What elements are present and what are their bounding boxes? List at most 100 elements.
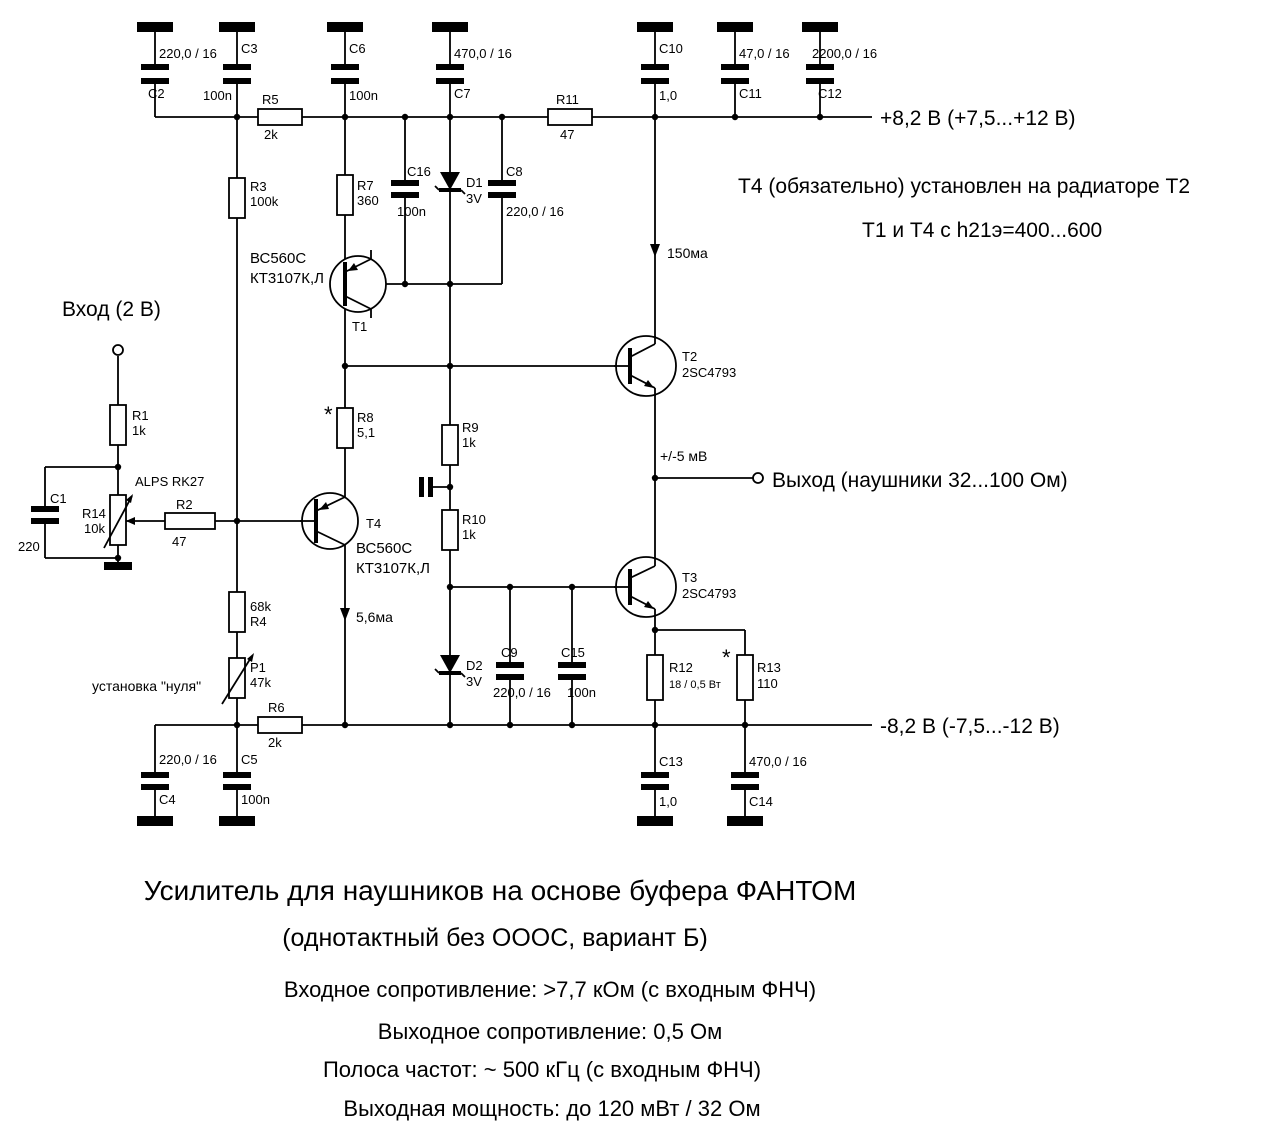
transistor-T3-type: 2SC4793 — [682, 586, 736, 601]
input-label: Вход (2 В) — [62, 298, 161, 321]
capacitor-C15-value: 100n — [567, 685, 596, 700]
output-terminal — [752, 472, 764, 484]
capacitor-C14-value: 470,0 / 16 — [749, 754, 807, 769]
potentiometer-type-label: ALPS RK27 — [135, 474, 204, 489]
resistor-R6-ref: R6 — [268, 700, 285, 715]
capacitor-unlabeled — [419, 477, 433, 497]
capacitor-C16-ref: C16 — [407, 164, 431, 179]
resistor-R10-value: 1k — [462, 527, 476, 542]
capacitor-C14-ref: C14 — [749, 794, 773, 809]
capacitor-C9-value: 220,0 / 16 — [493, 685, 551, 700]
current-5_6ma-label: 5,6ма — [356, 609, 393, 625]
resistor-R13: * R13 110 — [722, 645, 781, 701]
supply-terminal-bars — [137, 22, 838, 826]
capacitor-C15: C15 100n — [558, 645, 596, 700]
transistor-T2: T2 2SC4793 — [614, 335, 736, 397]
capacitor-C13-value: 1,0 — [659, 794, 677, 809]
resistor-R3: R3 100k — [228, 177, 279, 219]
transistor-T1-ref: T1 — [352, 319, 367, 334]
resistor-R2-value: 47 — [172, 534, 186, 549]
capacitor-C6: C6 100n — [331, 41, 378, 103]
resistor-R7: R7 360 — [336, 174, 379, 216]
transistor-T2-ref: T2 — [682, 349, 697, 364]
capacitor-C14: 470,0 / 16 C14 — [731, 754, 807, 809]
resistor-R4-ref: R4 — [250, 614, 267, 629]
capacitor-C1-ref: C1 — [50, 491, 67, 506]
input-terminal — [112, 344, 124, 356]
resistor-R9-ref: R9 — [462, 420, 479, 435]
resistor-R12-value: 18 / 0,5 Вт — [669, 679, 721, 691]
resistor-R11-ref: R11 — [556, 92, 579, 107]
resistor-R3-ref: R3 — [250, 179, 267, 194]
resistor-R4-value: 68k — [250, 599, 271, 614]
resistor-R12: R12 18 / 0,5 Вт — [646, 654, 721, 701]
capacitor-C7-value: 470,0 / 16 — [454, 46, 512, 61]
resistor-R9-value: 1k — [462, 435, 476, 450]
positive-rail-label: +8,2 В (+7,5...+12 В) — [880, 107, 1076, 130]
capacitor-C3-value: 100n — [203, 88, 232, 103]
capacitor-C13-ref: C13 — [659, 754, 683, 769]
ground-bar — [104, 562, 132, 570]
potentiometer-R14: ALPS RK27 R14 10k — [82, 474, 204, 549]
resistor-R13-ref: R13 — [757, 660, 781, 675]
resistor-R3-value: 100k — [250, 194, 279, 209]
capacitor-C6-ref: C6 — [349, 41, 366, 56]
capacitor-C3: C3 100n — [203, 41, 258, 103]
resistor-R8: * R8 5,1 — [324, 402, 375, 449]
transistor-T4-type-a: ВС560С — [356, 540, 412, 557]
resistor-R8-value: 5,1 — [357, 425, 375, 440]
resistor-R9: R9 1k — [441, 420, 479, 466]
capacitor-C4-value: 220,0 / 16 — [159, 752, 217, 767]
potentiometer-R14-value: 10k — [84, 521, 105, 536]
spec-bandwidth: Полоса частот: ~ 500 кГц (с входным ФНЧ) — [323, 1057, 761, 1082]
resistor-R6: R6 2k — [257, 700, 303, 750]
capacitor-C12: 2200,0 / 16 C12 — [806, 46, 877, 101]
zener-D1-value: 3V — [466, 191, 482, 206]
transistor-T4: T4 ВС560С КТ3107К,Л — [300, 492, 430, 577]
capacitor-C8-ref: C8 — [506, 164, 523, 179]
zener-D2-ref: D2 — [466, 658, 483, 673]
capacitor-C1: C1 220 — [18, 491, 67, 554]
spec-output-power: Выходная мощность: до 120 мВт / 32 Ом — [343, 1096, 760, 1121]
capacitor-C16: C16 100n — [391, 164, 431, 219]
trimmer-P1-value: 47k — [250, 675, 271, 690]
heatsink-note: Т4 (обязательно) установлен на радиаторе… — [738, 175, 1190, 198]
capacitor-C6-value: 100n — [349, 88, 378, 103]
resistor-R1-value: 1k — [132, 423, 146, 438]
resistor-R6-value: 2k — [268, 735, 282, 750]
capacitor-C5: C5 100n — [223, 752, 270, 807]
negative-rail-label: -8,2 В (-7,5...-12 В) — [880, 715, 1060, 738]
transistor-T4-type-b: КТ3107К,Л — [356, 560, 430, 577]
schematic-title: Усилитель для наушников на основе буфера… — [144, 875, 857, 906]
capacitor-C7: 470,0 / 16 C7 — [436, 46, 512, 101]
capacitor-C5-value: 100n — [241, 792, 270, 807]
trimmer-P1-ref: P1 — [250, 660, 266, 675]
resistor-R5-value: 2k — [264, 127, 278, 142]
current-arrow-5_6ma: 5,6ма — [340, 608, 393, 625]
resistor-R13-value: 110 — [757, 676, 778, 691]
schematic-subtitle: (однотактный без ОООС, вариант Б) — [282, 924, 708, 952]
capacitor-C8: C8 220,0 / 16 — [488, 164, 564, 219]
zener-D2-value: 3V — [466, 674, 482, 689]
resistor-R4: 68k R4 — [228, 591, 271, 633]
capacitor-C11-value: 47,0 / 16 — [739, 46, 790, 61]
zener-D1-ref: D1 — [466, 175, 483, 190]
spec-output-impedance: Выходное сопротивление: 0,5 Ом — [378, 1019, 722, 1044]
current-arrow-150ma: 150ма — [650, 244, 708, 261]
capacitor-C2: 220,0 / 16 C2 — [141, 46, 217, 101]
capacitor-C12-value: 2200,0 / 16 — [812, 46, 877, 61]
capacitor-C13: C13 1,0 — [641, 754, 683, 809]
resistor-R2: R2 47 — [164, 497, 216, 549]
resistor-R5-ref: R5 — [262, 92, 279, 107]
capacitor-C8-value: 220,0 / 16 — [506, 204, 564, 219]
gain-note: Т1 и Т4 с h21э=400...600 — [862, 219, 1102, 242]
resistor-R11: R11 47 — [547, 92, 593, 142]
capacitor-C10-value: 1,0 — [659, 88, 677, 103]
capacitor-C10: C10 1,0 — [641, 41, 683, 103]
junction-dots — [114, 113, 824, 729]
capacitor-C15-ref: C15 — [561, 645, 585, 660]
capacitor-C9: C9 220,0 / 16 — [493, 645, 551, 700]
zener-D2: D2 3V — [434, 655, 483, 689]
